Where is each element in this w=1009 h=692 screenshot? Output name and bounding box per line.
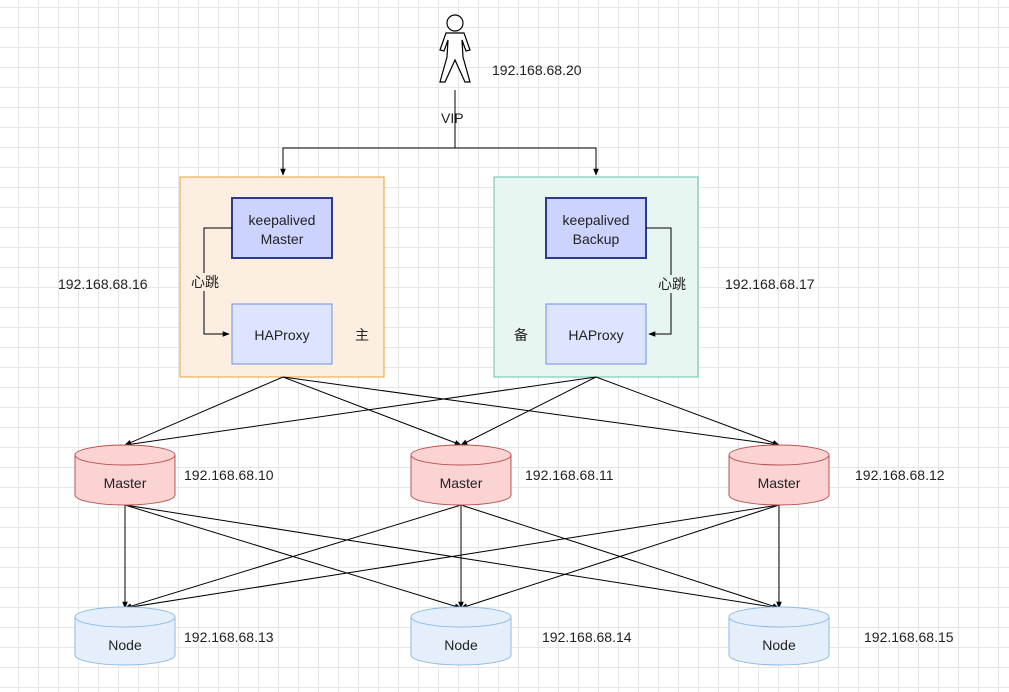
- user-icon: [439, 14, 471, 83]
- lb-master-ip: 192.168.68.16: [58, 276, 148, 292]
- haproxy-backup-box: [545, 303, 647, 365]
- master-1-ip: 192.168.68.10: [184, 467, 274, 483]
- master-to-node-connectors: [122, 504, 782, 610]
- master-2-ip: 192.168.68.11: [525, 467, 614, 483]
- heartbeat-master-label: 心跳: [191, 274, 219, 290]
- node-2-label: Node: [444, 637, 478, 653]
- master-3-cylinder: Master: [728, 444, 830, 506]
- vip-connector: [280, 90, 599, 176]
- node-3-cylinder: Node: [728, 606, 830, 666]
- node-1-ip: 192.168.68.13: [184, 629, 274, 645]
- master-2-cylinder: Master: [410, 444, 512, 506]
- node-1-label: Node: [108, 637, 142, 653]
- master-1-label: Master: [104, 475, 147, 491]
- keepalived-master-label2: Master: [261, 231, 304, 247]
- node-2-ip: 192.168.68.14: [542, 629, 632, 645]
- master-3-ip: 192.168.68.12: [855, 467, 945, 483]
- backup-role-label: 备: [514, 327, 528, 343]
- node-2-cylinder: Node: [410, 606, 512, 666]
- client-ip: 192.168.68.20: [492, 62, 582, 78]
- haproxy-master-box: [231, 303, 333, 365]
- keepalived-backup-label1: keepalived: [563, 212, 630, 228]
- keepalived-master-label1: keepalived: [249, 212, 316, 228]
- lb-to-master-connectors: [124, 376, 780, 447]
- keepalived-backup-label2: Backup: [573, 231, 620, 247]
- master-3-label: Master: [758, 475, 801, 491]
- vip-label: VIP: [441, 110, 464, 126]
- node-3-ip: 192.168.68.15: [864, 629, 954, 645]
- master-role-label: 主: [355, 327, 369, 343]
- haproxy-master-label: HAProxy: [254, 327, 309, 343]
- master-1-cylinder: Master: [74, 444, 176, 506]
- keepalived-backup-box: [545, 197, 647, 259]
- keepalived-master-box: [231, 197, 333, 259]
- node-1-cylinder: Node: [74, 606, 176, 666]
- master-2-label: Master: [440, 475, 483, 491]
- heartbeat-backup-label: 心跳: [658, 276, 686, 292]
- haproxy-backup-label: HAProxy: [568, 327, 623, 343]
- lb-backup-ip: 192.168.68.17: [725, 276, 815, 292]
- node-3-label: Node: [762, 637, 796, 653]
